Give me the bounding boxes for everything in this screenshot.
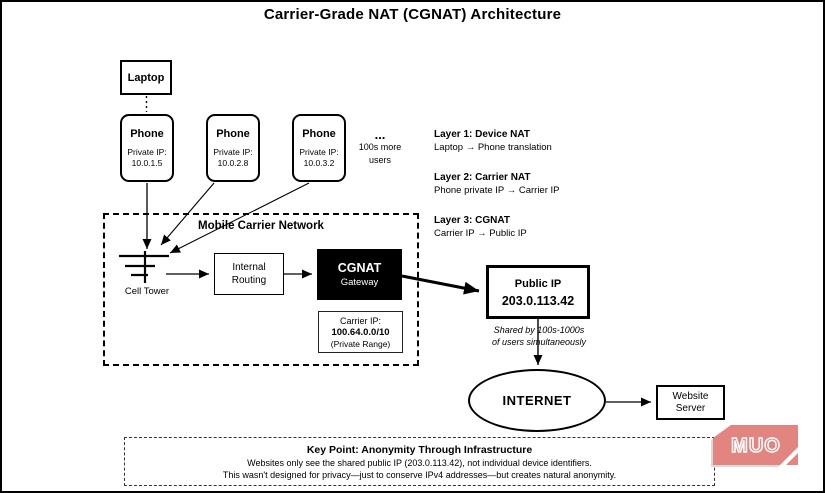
public-ip-value: 203.0.113.42: [501, 293, 575, 308]
cell-tower-label: Cell Tower: [124, 286, 170, 297]
shared-users-note-line1: Shared by 100s-1000s: [493, 325, 585, 335]
layer-1-annotation: Layer 1: Device NAT Laptop → Phone trans…: [434, 128, 552, 154]
public-ip-label: Public IP: [514, 277, 562, 290]
phone-ip-label: Private IP:: [213, 146, 253, 157]
phone-node-2: Phone Private IP: 10.0.2.8: [206, 114, 260, 182]
phone-name: Phone: [302, 127, 336, 140]
internal-routing-line2: Routing: [231, 275, 267, 286]
key-point-line2: This wasn't designed for privacy—just to…: [222, 469, 617, 480]
internet-node: INTERNET: [468, 369, 606, 432]
phone-name: Phone: [130, 127, 164, 140]
website-server-line2: Server: [675, 402, 706, 414]
layer-1-title: Layer 1: Device NAT: [434, 129, 530, 140]
layer-2-annotation: Layer 2: Carrier NAT Phone private IP → …: [434, 171, 560, 197]
internet-label: INTERNET: [502, 393, 572, 408]
phone-ip-value: 10.0.3.2: [303, 157, 335, 168]
website-server-line1: Website: [672, 390, 709, 402]
muo-logo-corner: [786, 453, 798, 465]
cgnat-gateway-title: CGNAT: [337, 260, 382, 275]
laptop-label: Laptop: [127, 71, 165, 84]
key-point-callout: Key Point: Anonymity Through Infrastruct…: [124, 437, 715, 486]
more-users-line1: 100s more: [358, 142, 402, 152]
layer-3-title: Layer 3: CGNAT: [434, 215, 510, 226]
public-ip-node: Public IP 203.0.113.42: [486, 265, 590, 319]
carrier-ip-node: Carrier IP: 100.64.0.0/10 (Private Range…: [318, 311, 403, 353]
internal-routing-node: Internal Routing: [214, 253, 284, 295]
muo-logo: MUO: [711, 425, 798, 467]
phone-ip-value: 10.0.1.5: [131, 157, 163, 168]
phone-node-3: Phone Private IP: 10.0.3.2: [292, 114, 346, 182]
phone-ip-label: Private IP:: [127, 146, 167, 157]
ellipsis-icon: ...: [374, 127, 386, 142]
layer-2-desc: Phone private IP → Carrier IP: [434, 185, 560, 196]
more-users-line2: users: [368, 155, 391, 165]
internal-routing-line1: Internal: [232, 262, 266, 273]
layer-1-desc: Laptop → Phone translation: [434, 142, 552, 153]
carrier-ip-note: (Private Range): [330, 338, 391, 349]
cgnat-gateway-subtitle: Gateway: [340, 276, 379, 288]
cgnat-gateway-node: CGNAT Gateway: [317, 249, 402, 300]
shared-users-note-line2: of users simultaneously: [491, 337, 587, 347]
page-title: Carrier-Grade NAT (CGNAT) Architecture: [263, 6, 562, 23]
phone-node-1: Phone Private IP: 10.0.1.5: [120, 114, 174, 182]
phone-ip-value: 10.0.2.8: [217, 157, 249, 168]
mobile-carrier-network-label: Mobile Carrier Network: [198, 220, 324, 232]
carrier-ip-label: Carrier IP:: [339, 315, 381, 326]
layer-3-annotation: Layer 3: CGNAT Carrier IP → Public IP: [434, 214, 527, 240]
website-server-node: Website Server: [656, 385, 725, 420]
shared-users-note: Shared by 100s-1000s of users simultaneo…: [479, 324, 599, 348]
carrier-ip-range: 100.64.0.0/10: [331, 326, 390, 338]
layer-2-title: Layer 2: Carrier NAT: [434, 172, 531, 183]
muo-logo-text: MUO: [731, 435, 781, 457]
key-point-title: Key Point: Anonymity Through Infrastruct…: [306, 443, 533, 456]
phone-ip-label: Private IP:: [299, 146, 339, 157]
more-users-note: ... 100s more users: [350, 127, 410, 166]
muo-logo-badge: [713, 425, 798, 465]
layer-3-desc: Carrier IP → Public IP: [434, 228, 527, 239]
laptop-node: Laptop: [120, 60, 172, 95]
key-point-line1: Websites only see the shared public IP (…: [247, 457, 592, 468]
phone-name: Phone: [216, 127, 250, 140]
